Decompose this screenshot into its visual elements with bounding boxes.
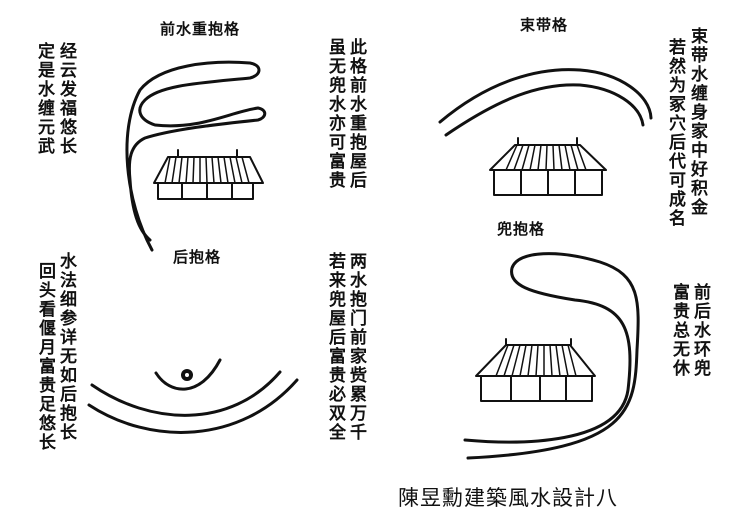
verse-column: 若然为冢穴后代可成名	[665, 38, 685, 228]
panel-title-belt-embrace: 束带格	[520, 16, 569, 34]
house-icon	[153, 149, 264, 200]
house-icon	[489, 137, 607, 196]
verse-column: 回头看偃月富贵足悠长	[35, 262, 55, 452]
pocket-embrace-river	[463, 252, 640, 460]
verse-column: 两水抱门前家赀累万千	[346, 252, 366, 442]
belt-embrace-river	[438, 68, 653, 137]
verse-column: 定是水缠元武	[34, 42, 54, 156]
verse-column: 水法细参详无如后抱长	[56, 252, 76, 442]
rear-embrace-river	[87, 358, 299, 434]
verse-column: 经云发福悠长	[56, 42, 76, 156]
verse-column: 前后水环兜	[690, 283, 710, 378]
panel-title-rear-embrace: 后抱格	[173, 248, 222, 266]
panel-title-front-double-embrace: 前水重抱格	[160, 20, 241, 38]
panel-title-pocket-embrace: 兜抱格	[497, 220, 546, 238]
verse-column: 束带水缠身家中好积金	[687, 27, 707, 217]
caption: 陳昱勳建築風水設計八	[398, 486, 618, 510]
front-double-embrace-river	[125, 60, 267, 252]
house-icon	[475, 338, 596, 402]
verse-column: 虽无兜水亦可富贵	[325, 38, 345, 190]
verse-column: 此格前水重抱屋后	[346, 38, 366, 190]
verse-column: 富贵总无休	[669, 283, 689, 378]
verse-column: 若来兜屋后富贵必双全	[325, 252, 345, 442]
